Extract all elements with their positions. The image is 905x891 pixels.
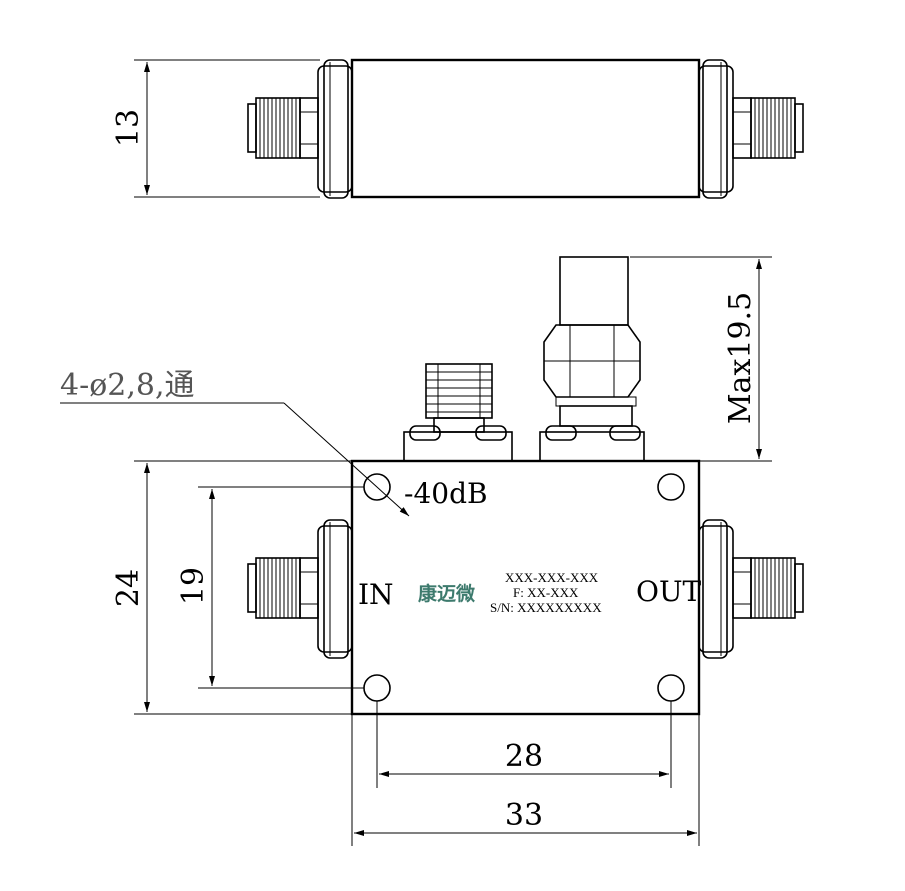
top-view-left-connector [247,59,353,199]
mounting-hole [657,674,685,702]
hole-callout: 4-ø2,8,通 [60,368,410,517]
top-view-body [350,58,701,199]
dimension-max-height-label: Max19.5 [723,292,758,424]
dimension-body-width-label: 33 [505,798,543,833]
top-view-right-connector [698,59,804,199]
dimension-hole-horizontal: 28 [376,701,672,788]
dimension-max-height: Max19.5 [630,256,772,462]
dimension-body-height-label: 24 [111,569,146,607]
model-number: XXX-XXX-XXX [505,570,599,585]
dimension-top-height-label: 13 [111,109,146,147]
dimension-hole-vertical-label: 19 [176,567,211,605]
serial-number: S/N: XXXXXXXXX [490,600,602,615]
top-view: 13 [111,58,804,199]
input-port-label: IN [358,578,394,611]
frequency-label: F: XX-XXX [513,585,579,600]
mounting-hole [363,674,391,702]
front-view: IN OUT 康迈微 XXX-XXX-XXX F: XX-XXX S/N: XX… [60,256,804,846]
brand-logo: 康迈微 [418,582,476,605]
coupling-label: -40dB [404,477,488,510]
output-port-label: OUT [636,575,702,608]
terminator-connector [539,256,645,462]
hole-note: 4-ø2,8,通 [60,368,195,403]
dimension-top-height: 13 [111,59,320,198]
input-connector [247,519,353,659]
dimension-hole-vertical: 19 [176,486,364,689]
dimension-body-height: 24 [111,460,352,715]
coupled-port-connector [403,363,513,462]
output-connector [698,519,804,659]
dimension-body-width: 33 [351,714,700,846]
dimension-hole-horizontal-label: 28 [505,739,543,774]
mounting-hole [657,473,685,501]
